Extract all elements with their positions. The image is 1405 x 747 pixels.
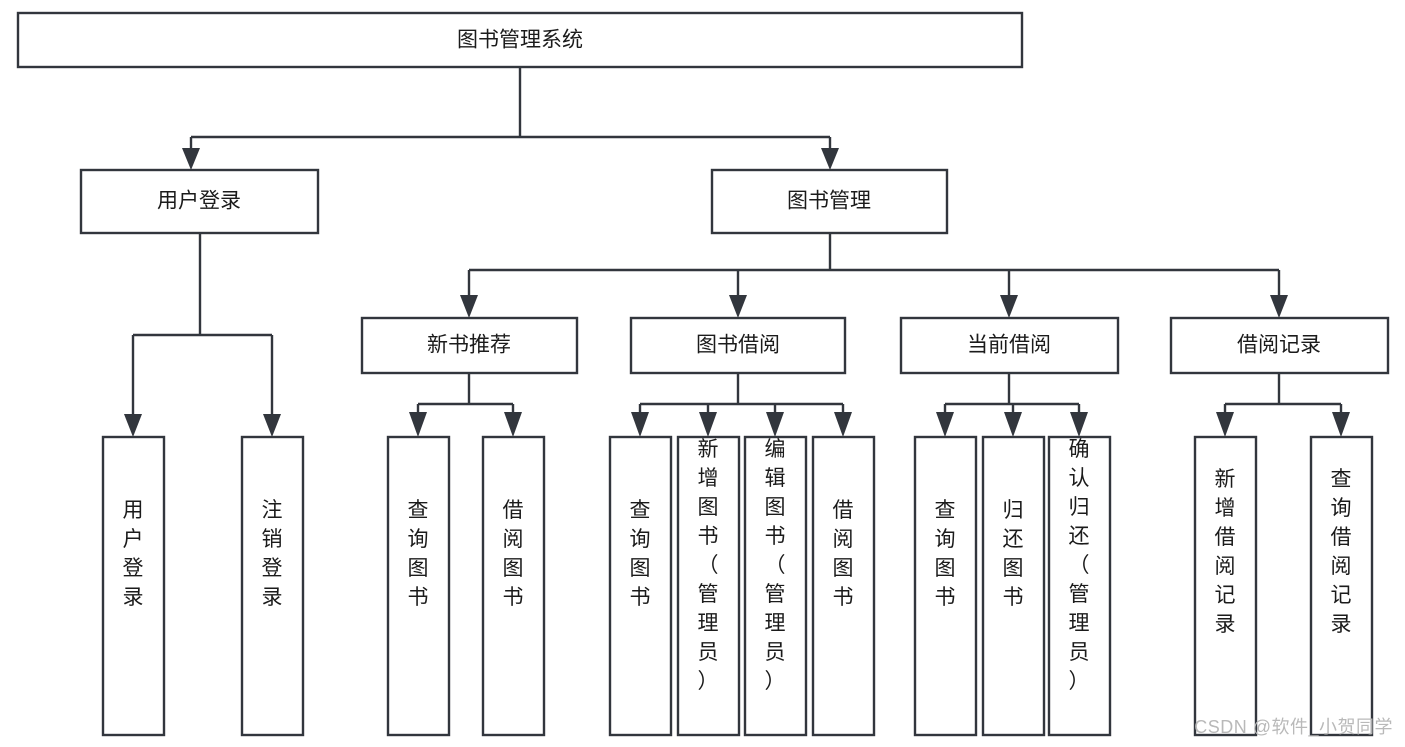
arrow-head-to-records: [1270, 295, 1288, 318]
node-leaf-borrow-book-1[interactable]: 借阅图书: [481, 435, 546, 737]
node-borrow[interactable]: 图书借阅: [629, 316, 847, 375]
arrow-head-leaf-add-book: [699, 412, 717, 437]
arrow-head-to-bookmgmt: [821, 148, 839, 170]
node-root-label: 图书管理系统: [457, 29, 583, 52]
node-leaf-edit-book-label: 编辑图书（管理员）: [765, 438, 786, 693]
node-leaf-user-login-box[interactable]: [101, 435, 166, 737]
node-leaf-query-book-3-label: 查询图书: [935, 499, 956, 609]
node-leaf-user-login[interactable]: 用户登录: [101, 435, 166, 737]
arrow-head-leaf-query-book-1: [409, 412, 427, 437]
node-root[interactable]: 图书管理系统: [16, 11, 1024, 69]
arrow-head-leaf-user-logout: [263, 414, 281, 437]
node-current-box[interactable]: [899, 316, 1120, 375]
node-leaf-return-book-label: 归还图书: [1003, 499, 1024, 609]
arrow-head-leaf-add-record: [1216, 412, 1234, 437]
node-leaf-borrow-book-2[interactable]: 借阅图书: [811, 435, 876, 737]
node-leaf-user-login-label: 用户登录: [123, 499, 144, 609]
node-records-box[interactable]: [1169, 316, 1390, 375]
arrow-head-leaf-borrow-book-2: [834, 412, 852, 437]
connector-group-records: [1216, 373, 1350, 437]
node-login-box[interactable]: [79, 168, 320, 235]
node-bookmgmt-label: 图书管理: [787, 190, 871, 213]
node-leaf-borrow-book-2-box[interactable]: [811, 435, 876, 737]
node-leaf-query-book-3-box[interactable]: [913, 435, 978, 737]
node-newbook-box[interactable]: [360, 316, 579, 375]
node-leaf-query-book-1-box[interactable]: [386, 435, 451, 737]
node-leaf-user-logout[interactable]: 注销登录: [240, 435, 305, 737]
connector-group-root: [182, 67, 839, 170]
arrow-head-leaf-edit-book: [766, 412, 784, 437]
node-current[interactable]: 当前借阅: [899, 316, 1120, 375]
node-leaf-edit-book[interactable]: 编辑图书（管理员）: [743, 435, 808, 737]
node-borrow-label: 图书借阅: [696, 334, 780, 357]
arrow-head-to-borrow: [729, 295, 747, 318]
node-leaf-add-record-label: 新增借阅记录: [1215, 468, 1236, 636]
node-leaf-borrow-book-2-label: 借阅图书: [833, 499, 854, 609]
arrow-head-leaf-query-book-3: [936, 412, 954, 437]
node-leaf-add-book[interactable]: 新增图书（管理员）: [676, 435, 741, 737]
node-bookmgmt-box[interactable]: [710, 168, 949, 235]
node-login[interactable]: 用户登录: [79, 168, 320, 235]
node-leaf-query-record[interactable]: 查询借阅记录: [1309, 435, 1374, 737]
node-leaf-confirm-return-label: 确认归还（管理员）: [1069, 438, 1090, 693]
node-leaf-user-logout-box[interactable]: [240, 435, 305, 737]
node-leaf-edit-book-box[interactable]: [743, 435, 808, 737]
node-login-label: 用户登录: [157, 190, 241, 213]
node-bookmgmt[interactable]: 图书管理: [710, 168, 949, 235]
connector-group-login: [124, 233, 281, 437]
arrow-head-leaf-return-book: [1004, 412, 1022, 437]
node-leaf-query-book-2[interactable]: 查询图书: [608, 435, 673, 737]
arrow-head-leaf-query-book-2: [631, 412, 649, 437]
node-leaf-user-logout-label: 注销登录: [262, 499, 283, 609]
arrow-head-to-login: [182, 148, 200, 170]
node-leaf-add-book-label: 新增图书（管理员）: [698, 438, 719, 693]
node-leaf-borrow-book-1-box[interactable]: [481, 435, 546, 737]
node-leaf-query-book-2-box[interactable]: [608, 435, 673, 737]
connector-group-borrow: [631, 373, 852, 437]
connector-group-bookmgmt: [460, 233, 1288, 318]
node-newbook[interactable]: 新书推荐: [360, 316, 579, 375]
connector-group-current: [936, 373, 1088, 437]
node-newbook-label: 新书推荐: [427, 334, 511, 357]
arrow-head-to-current: [1000, 295, 1018, 318]
arrow-head-leaf-borrow-book-1: [504, 412, 522, 437]
node-leaf-query-book-1-label: 查询图书: [408, 499, 429, 609]
arrow-head-to-newbook: [460, 295, 478, 318]
node-records[interactable]: 借阅记录: [1169, 316, 1390, 375]
node-leaf-query-record-box[interactable]: [1309, 435, 1374, 737]
node-leaf-confirm-return[interactable]: 确认归还（管理员）: [1047, 435, 1112, 737]
arrow-head-leaf-confirm-return: [1070, 412, 1088, 437]
node-leaf-borrow-book-1-label: 借阅图书: [503, 499, 524, 609]
node-leaf-query-book-3[interactable]: 查询图书: [913, 435, 978, 737]
node-leaf-add-record[interactable]: 新增借阅记录: [1193, 435, 1258, 737]
node-leaf-confirm-return-box[interactable]: [1047, 435, 1112, 737]
node-leaf-query-record-label: 查询借阅记录: [1331, 468, 1352, 636]
arrow-head-leaf-query-record: [1332, 412, 1350, 437]
node-leaf-return-book-box[interactable]: [981, 435, 1046, 737]
node-leaf-query-book-1[interactable]: 查询图书: [386, 435, 451, 737]
node-leaf-return-book[interactable]: 归还图书: [981, 435, 1046, 737]
node-leaf-query-book-2-label: 查询图书: [630, 499, 651, 609]
connector-group-newbook: [409, 373, 522, 437]
arrow-head-leaf-user-login: [124, 414, 142, 437]
node-records-label: 借阅记录: [1237, 334, 1321, 357]
node-current-label: 当前借阅: [967, 334, 1051, 357]
node-leaf-add-record-box[interactable]: [1193, 435, 1258, 737]
node-root-box[interactable]: [16, 11, 1024, 69]
node-borrow-box[interactable]: [629, 316, 847, 375]
node-leaf-add-book-box[interactable]: [676, 435, 741, 737]
